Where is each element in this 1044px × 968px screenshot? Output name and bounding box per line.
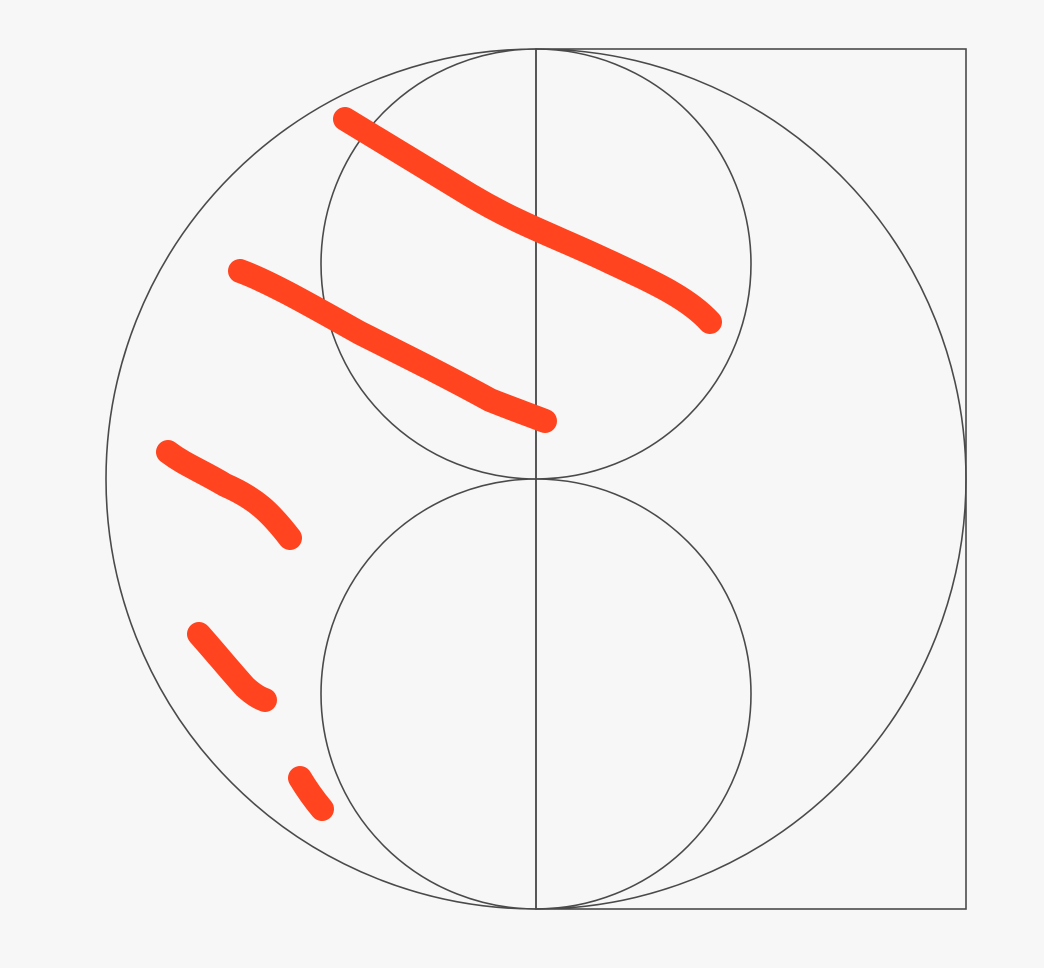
hatch-strokes-group (156, 107, 722, 821)
hatch-stroke (187, 622, 277, 712)
hatch-stroke (228, 259, 557, 433)
line-art-group (105, 48, 967, 910)
hatch-stroke (333, 107, 722, 334)
right-half-rectangle (535, 48, 967, 910)
hatch-stroke (288, 766, 334, 821)
hatch-stroke (156, 440, 302, 550)
